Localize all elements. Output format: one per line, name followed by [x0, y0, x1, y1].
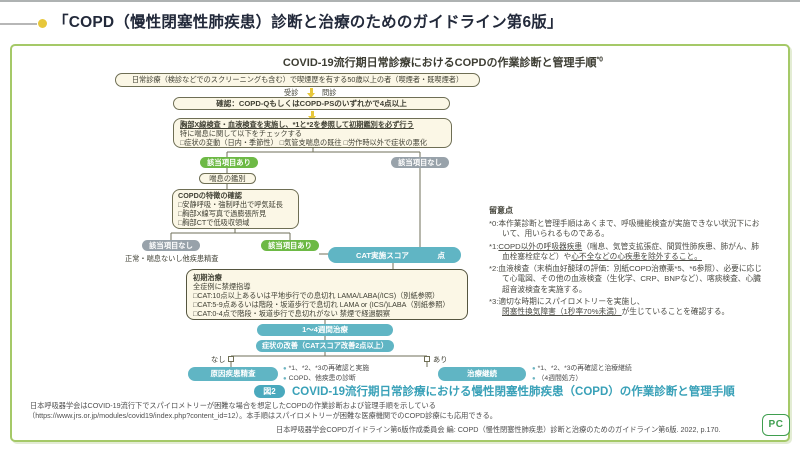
note-item: *2:血液検査（末梢血好酸球の評価：別紙COPD治療薬*5、*6参照）、必要に応…	[489, 264, 763, 295]
bullet-icon: ●	[532, 376, 536, 382]
asthma-differential-box: 喘息の鑑別	[199, 173, 256, 184]
note-text: 閉塞性換気障害（1秒率70%未満）	[502, 307, 622, 317]
flowchart-title-text: COVID-19流行期日常診療におけるCOPDの作業診断と管理手順	[282, 57, 597, 69]
initial-treatment-title: 初期治療	[193, 273, 222, 282]
note-text: COPD以外の呼吸器疾患	[498, 241, 583, 251]
page-title: 「COPD（慢性閉塞性肺疾患）診断と治療のためのガイドライン第6版」	[53, 14, 563, 31]
match-yes-pill-1: 該当項目あり	[200, 157, 258, 168]
no-branch-label: なし	[211, 355, 226, 364]
yes-branch-label: あり	[433, 355, 448, 364]
note-marker: *0:	[489, 219, 499, 228]
initial-differential-box: 胸部X線検査・血液検査を実施し、*1と*2を参照して初期鑑別を必ず行う 特に喘息…	[173, 118, 452, 148]
note-text: 血液検査（末梢血好酸球の評価：別紙COPD治療薬*5、*6参照）、必要に応じて心…	[498, 264, 762, 294]
header-rule	[0, 23, 37, 25]
bullet-icon: ●	[283, 376, 287, 382]
copd-feature-item: □安静呼吸・強制呼出で呼気延長	[178, 199, 283, 209]
initial-differential-line3: □症状の変動（日内・季節性） □気管支喘息の既往 □労作時以外で症状の悪化	[180, 137, 428, 147]
bullet-line: ●*1、*2、*3の再確認と実施	[283, 364, 369, 374]
interview-label: 問診	[322, 88, 337, 97]
copd-features-title: COPDの特徴の確認	[178, 191, 242, 200]
initial-differential-line1: 胸部X線検査・血液検査を実施し、*1と*2を参照して初期鑑別を必ず行う	[180, 120, 414, 129]
note-text: （喘息、気管支拡張症、間質性肺疾患、肺がん、肺血栓塞栓症など）や	[502, 241, 759, 261]
figure-caption-line2: （https://www.jrs.or.jp/modules/covid19/i…	[28, 411, 497, 420]
note-text: 心不全などの心疾患を除外すること。	[571, 251, 702, 261]
flowchart-title: COVID-19流行期日常診療におけるCOPDの作業診断と管理手順*0	[283, 54, 603, 70]
note-text: 本作業診断と管理手順はあくまで、呼吸機能検査が実施できない状況下において、用いら…	[498, 219, 760, 239]
cat-score-pill: CAT実施スコア 点	[328, 247, 461, 263]
treatment-option: □CAT:5-9点あるいは階段・坂道歩行で息切れ LAMA or (ICS/)L…	[193, 300, 450, 309]
normal-outcome-label: 正常・喘息ないし他疾患精査	[125, 254, 219, 263]
cause-workup-bullets: ●*1、*2、*3の再確認と実施 ●COPD、他疾患の診断	[283, 364, 369, 384]
copd-feature-item: □胸部X線写真で過膨張所見	[178, 208, 267, 218]
source-citation: 日本呼吸器学会COPDガイドライン第6版作成委員会 編: COPD（慢性閉塞性肺…	[276, 425, 721, 434]
flowchart-panel	[10, 44, 790, 442]
bullet-line: ●*1、*2、*3の再確認と治療継続	[532, 364, 632, 374]
note-marker: *3:	[489, 297, 499, 307]
bullet-text: *1、*2、*3の再確認と実施	[288, 365, 370, 372]
symptom-improvement-pill: 症状の改善（CATスコア改善2点以上）	[256, 340, 394, 352]
flowchart-title-footnote-ref: *0	[596, 56, 604, 64]
copd-features-box: COPDの特徴の確認 □安静呼吸・強制呼出で呼気延長 □胸部X線写真で過膨張所見…	[172, 189, 299, 229]
initial-differential-line2: 特に喘息に関して以下をチェックする	[180, 128, 302, 138]
bullet-text: *1、*2、*3の再確認と治療継続	[537, 365, 632, 372]
screening-box: 日常診療（検診などでのスクリーニングも含む）で喫煙歴を有する50歳以上の者（喫煙…	[115, 73, 480, 87]
header-bullet-icon	[38, 19, 47, 28]
figure-caption-line1: 日本呼吸器学会はCOVID-19流行下でスパイロメトリーが困難な場合を想定したC…	[30, 401, 436, 410]
initial-treatment-subtitle: 全症例に禁煙指導	[193, 282, 251, 291]
notes-block: 留意点 *0:本作業診断と管理手順はあくまで、呼吸機能検査が実施できない状況下に…	[489, 205, 763, 320]
initial-treatment-box: 初期治療 全症例に禁煙指導 □CAT:10点以上あるいは平地歩行での息切れ LA…	[186, 269, 468, 320]
visit-label: 受診	[284, 88, 299, 97]
bullet-text: COPD、他疾患の診断	[288, 375, 356, 382]
treatment-option: □CAT:0-4点で階段・坂道歩行で息切れがない 禁煙で経過観察	[193, 309, 391, 318]
bullet-text: （4週間処方）	[537, 375, 583, 382]
match-no-pill-1: 該当項目なし	[391, 157, 449, 168]
notes-heading: 留意点	[489, 206, 513, 215]
note-marker: *2:	[489, 264, 499, 274]
note-text: 適切な時期にスパイロメトリーを実施し、	[498, 297, 645, 307]
note-item: *3:適切な時期にスパイロメトリーを実施し、閉塞性換気障害（1秒率70%未満）が…	[489, 297, 763, 318]
match-no-pill-2: 該当項目なし	[142, 240, 200, 251]
note-text: が生じていることを確認する。	[621, 307, 730, 317]
copd-feature-item: □胸部CTで低吸収領域	[178, 217, 250, 227]
checkbox-icon	[424, 356, 430, 362]
treatment-option: □CAT:10点以上あるいは平地歩行での息切れ LAMA/LABA(/ICS)（…	[193, 291, 440, 300]
continue-treatment-pill: 治療継続	[438, 367, 526, 381]
figure-number-badge: 図2	[254, 385, 285, 398]
match-yes-pill-2: 該当項目あり	[261, 240, 319, 251]
bullet-line: ●（4週間処方）	[532, 374, 632, 384]
pc-logo: PC	[762, 414, 790, 436]
checkbox-icon	[228, 356, 234, 362]
bullet-line: ●COPD、他疾患の診断	[283, 374, 369, 384]
cat-score-label: CAT実施スコア	[356, 250, 410, 260]
cause-workup-pill: 原因疾患精査	[188, 367, 278, 381]
cat-score-unit: 点	[437, 250, 445, 260]
confirm-box: 確認：COPD-QもしくはCOPD-PSのいずれかで4点以上	[173, 97, 450, 110]
bullet-icon: ●	[283, 366, 287, 372]
figure-caption-title: COVID-19流行期日常診療における慢性閉塞性肺疾患（COPD）の作業診断と管…	[292, 386, 735, 398]
continue-treatment-bullets: ●*1、*2、*3の再確認と治療継続 ●（4週間処方）	[532, 364, 632, 384]
note-item: *0:本作業診断と管理手順はあくまで、呼吸機能検査が実施できない状況下において、…	[489, 219, 763, 240]
weeks-treatment-pill: 1～4週間治療	[257, 324, 393, 336]
note-item: *1:COPD以外の呼吸器疾患（喘息、気管支拡張症、間質性肺疾患、肺がん、肺血栓…	[489, 242, 763, 263]
note-marker: *1:	[489, 241, 499, 251]
bullet-icon: ●	[532, 366, 536, 372]
